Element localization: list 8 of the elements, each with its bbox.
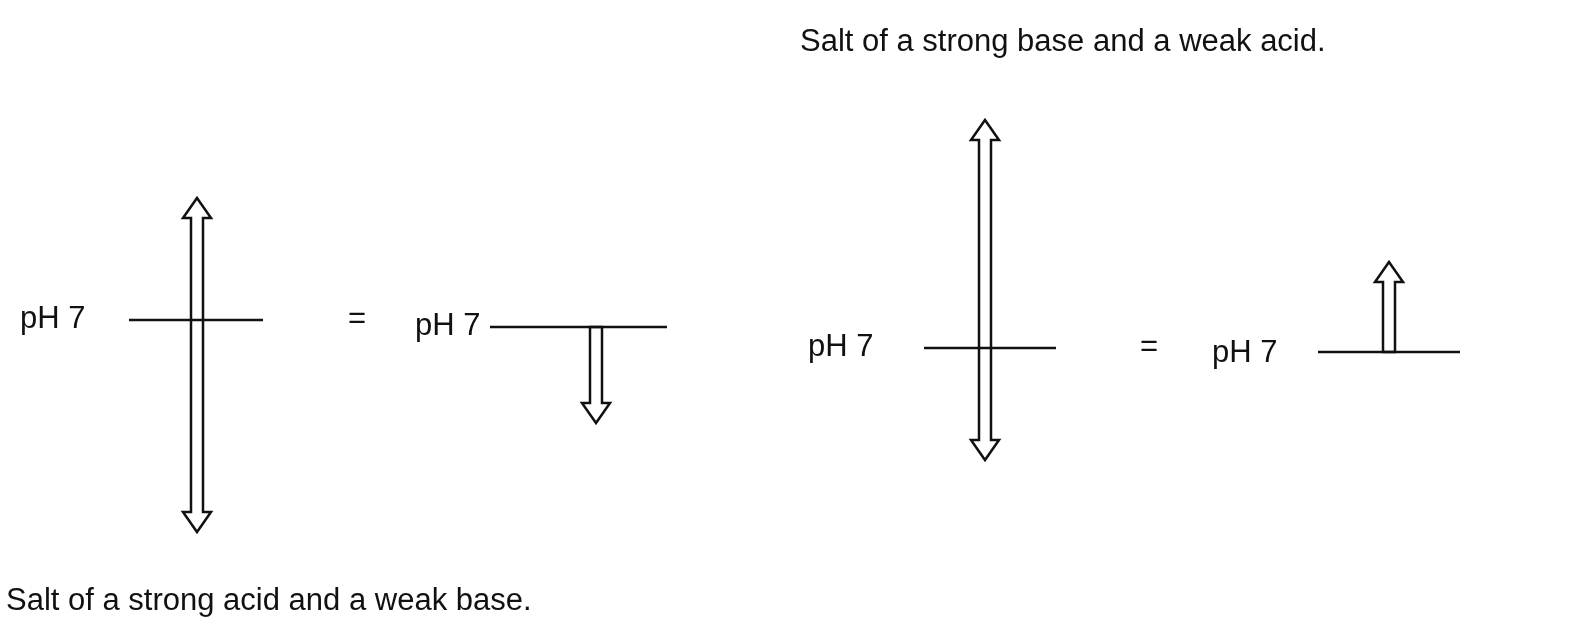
equals-sign: = [1140, 330, 1159, 361]
equals-sign: = [348, 302, 367, 333]
caption-text: Salt of a strong base and a weak acid. [800, 25, 1326, 56]
caption-text: Salt of a strong acid and a weak base. [6, 584, 532, 615]
ph-label: pH 7 [808, 330, 874, 361]
ph-label: pH 7 [20, 302, 86, 333]
ph-label: pH 7 [415, 309, 481, 340]
ph-label: pH 7 [1212, 336, 1278, 367]
